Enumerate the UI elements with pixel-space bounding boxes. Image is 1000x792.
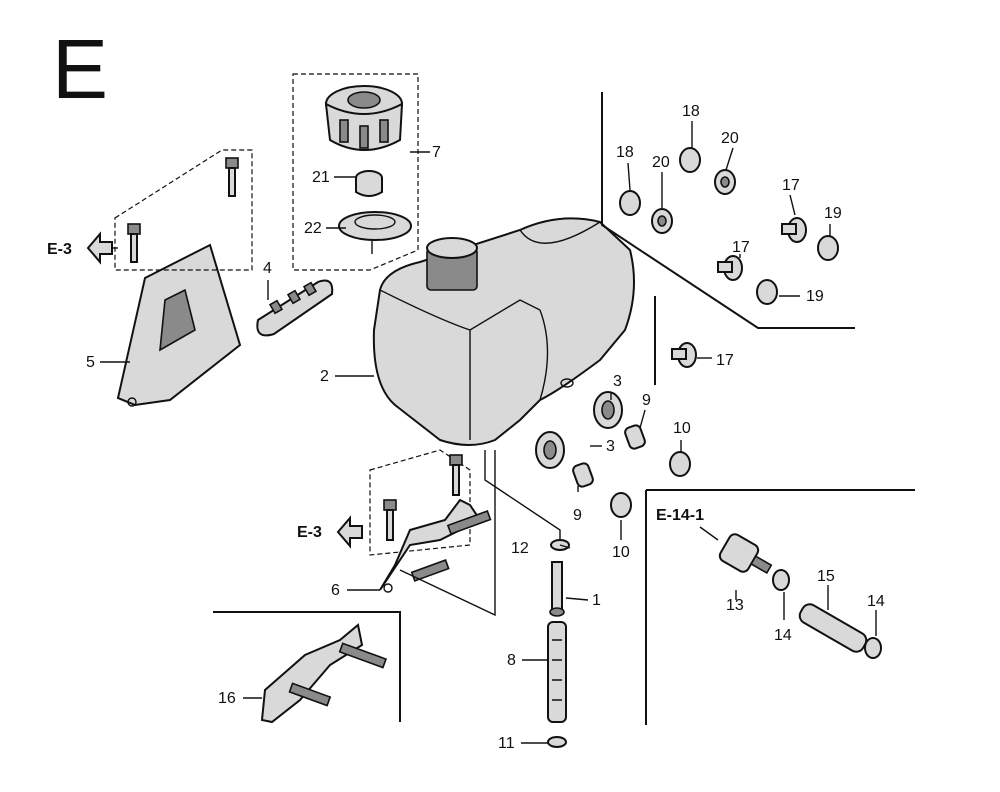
- label-14b: 14: [867, 593, 885, 610]
- fuel-filter: [256, 279, 334, 337]
- label-2: 2: [320, 368, 329, 385]
- label-17a: 17: [732, 239, 750, 256]
- label-10-upper: 10: [673, 420, 691, 437]
- label-4: 4: [263, 260, 272, 277]
- label-20a: 20: [652, 154, 670, 171]
- label-10-lower: 10: [612, 544, 630, 561]
- clip-11: [547, 736, 567, 748]
- label-9-upper: 9: [642, 392, 651, 409]
- label-3-lower: 3: [606, 438, 615, 455]
- nut-19a: [817, 235, 839, 261]
- bolt-lower-b: [383, 499, 397, 541]
- label-12: 12: [511, 540, 529, 557]
- ref-e3-upper: E-3: [47, 241, 72, 258]
- label-3-upper: 3: [613, 373, 622, 390]
- nut-18b: [679, 147, 701, 173]
- tank-bracket: [116, 243, 242, 407]
- leader-6: [399, 450, 496, 617]
- bolt-upper-b: [127, 223, 141, 263]
- grommet-3-lower: [535, 431, 565, 469]
- label-21: 21: [312, 169, 330, 186]
- label-15: 15: [817, 568, 835, 585]
- label-11: 11: [498, 735, 515, 752]
- label-8: 8: [507, 652, 516, 669]
- bolt-box-upper: [114, 149, 253, 271]
- leader-e14: [699, 526, 719, 541]
- label-22: 22: [304, 220, 322, 237]
- strainer-1: [549, 561, 565, 617]
- label-17b: 17: [782, 177, 800, 194]
- bolt-lower-a: [449, 454, 463, 496]
- fuel-cap: [324, 85, 404, 151]
- bolt-upper-a: [225, 157, 239, 197]
- arrow-left-icon-lower: [336, 515, 363, 549]
- label-9-lower: 9: [573, 507, 582, 524]
- box-e14: [645, 489, 915, 725]
- bracket-16: [260, 623, 388, 724]
- label-13: 13: [726, 597, 744, 614]
- box-17-20: [601, 92, 855, 329]
- label-18b: 18: [682, 103, 700, 120]
- hose-15: [798, 603, 868, 653]
- grommet-10-lower: [610, 492, 632, 518]
- section-letter: E: [52, 22, 108, 116]
- label-6: 6: [331, 582, 340, 599]
- grommet-3-upper: [593, 391, 623, 429]
- label-20b: 20: [721, 130, 739, 147]
- label-5: 5: [86, 354, 95, 371]
- washer-20a: [651, 208, 673, 234]
- label-19a: 19: [824, 205, 842, 222]
- cap-group-box: [292, 73, 419, 271]
- clip-14b: [864, 637, 882, 659]
- joint-9-lower: [572, 462, 594, 488]
- cap-filter: [355, 170, 383, 197]
- lower-bracket: [379, 498, 492, 593]
- valve-13: [718, 533, 773, 575]
- bolt-17a: [717, 255, 743, 281]
- leader-lines: [100, 121, 877, 744]
- label-18a: 18: [616, 144, 634, 161]
- label-14a: 14: [774, 627, 792, 644]
- label-16: 16: [218, 690, 236, 707]
- nut-19b: [756, 279, 778, 305]
- fuel-tube-8: [547, 621, 567, 723]
- cap-retainer: [338, 211, 412, 254]
- washer-20b: [714, 169, 736, 195]
- label-17-standalone: 17: [716, 352, 734, 369]
- fuel-tank: [372, 217, 635, 446]
- label-19b: 19: [806, 288, 824, 305]
- clip-14a: [772, 569, 790, 591]
- bolt-17b: [781, 217, 807, 243]
- grommet-10-upper: [669, 451, 691, 477]
- box-16: [213, 611, 401, 722]
- label-1: 1: [592, 592, 601, 609]
- bolt-17c: [671, 342, 697, 368]
- leader-12: [484, 450, 561, 545]
- ref-e3-lower: E-3: [297, 524, 322, 541]
- nut-18a: [619, 190, 641, 216]
- label-7: 7: [432, 144, 441, 161]
- joint-9-upper: [624, 424, 646, 450]
- ref-e14-1: E-14-1: [656, 507, 704, 524]
- arrow-left-icon: [86, 231, 113, 265]
